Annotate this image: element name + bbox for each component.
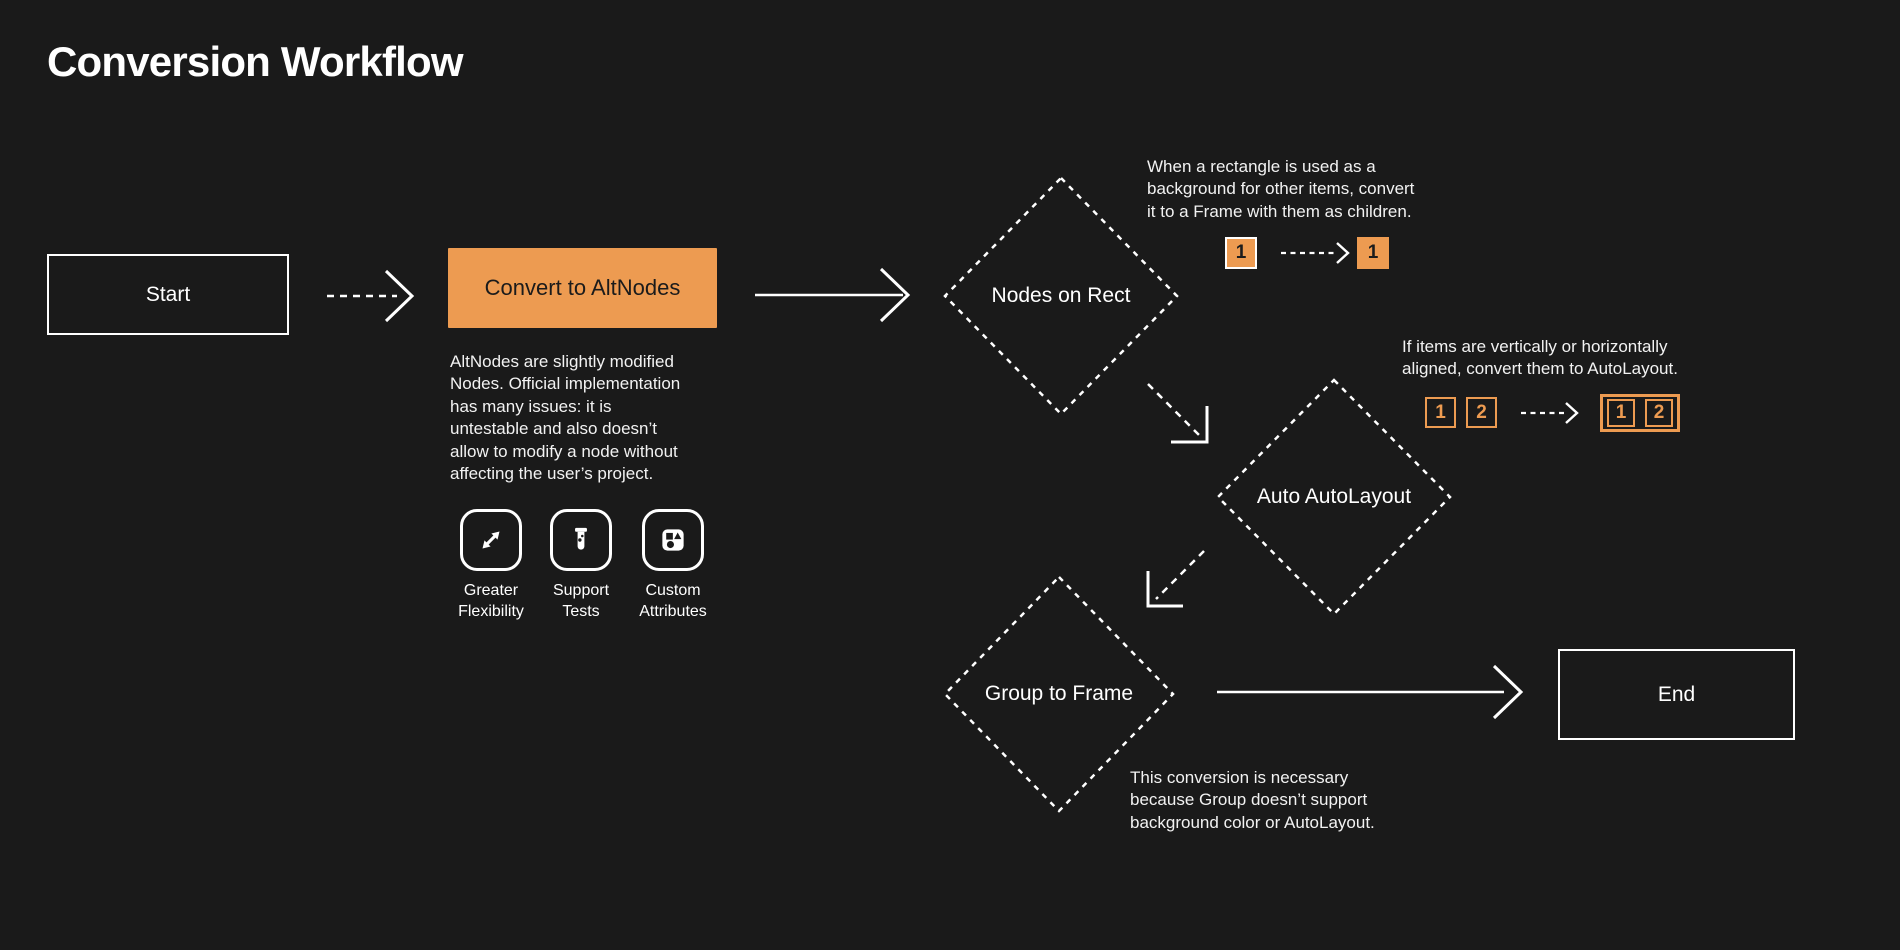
- group-to-frame-diamond[interactable]: [943, 575, 1175, 813]
- arrow-group-to-frame-to-end: [1217, 664, 1524, 720]
- shapes-icon: [642, 509, 704, 571]
- chip-digit: 2: [1653, 402, 1665, 423]
- feature-label: Custom Attributes: [639, 582, 707, 620]
- chip-digit: 1: [1235, 242, 1247, 263]
- auto-example-after-chip-1: 1: [1607, 399, 1635, 427]
- chip-digit: 1: [1367, 242, 1379, 263]
- auto-example-after-group: 1 2: [1600, 394, 1680, 432]
- feature-support-tests: Support Tests: [537, 509, 625, 622]
- start-node-label: Start: [145, 282, 191, 306]
- feature-label: Greater Flexibility: [458, 582, 524, 620]
- nodes-on-rect-label: Nodes on Rect: [991, 284, 1131, 307]
- rect-example-dashed-arrow-icon: [1281, 242, 1350, 264]
- convert-to-altnodes-node[interactable]: Convert to AltNodes: [448, 248, 717, 328]
- feature-label: Support Tests: [552, 582, 610, 620]
- auto-example-before-chip-1: 1: [1425, 397, 1456, 428]
- rect-example-after-chip: 1: [1357, 237, 1389, 269]
- chip-digit: 2: [1476, 401, 1487, 423]
- auto-example-dashed-arrow-icon: [1521, 402, 1579, 424]
- convert-to-altnodes-label: Convert to AltNodes: [484, 275, 681, 300]
- auto-example-before-chip-2: 2: [1466, 397, 1497, 428]
- expand-arrows-icon: [460, 509, 522, 571]
- arrow-start-to-convert: [327, 269, 415, 323]
- feature-greater-flexibility: Greater Flexibility: [447, 509, 535, 622]
- end-node[interactable]: End: [1558, 649, 1795, 740]
- group-to-frame-note: This conversion is necessary because Gro…: [1130, 768, 1375, 832]
- altnodes-description: AltNodes are slightly modified Nodes. Of…: [450, 352, 681, 484]
- nodes-on-rect-note: When a rectangle is used as a background…: [1147, 157, 1415, 221]
- test-tube-icon: [550, 509, 612, 571]
- auto-autolayout-note: If items are vertically or horizontally …: [1402, 337, 1678, 379]
- feature-custom-attributes: Custom Attributes: [628, 509, 718, 622]
- end-node-label: End: [1657, 682, 1696, 706]
- arrow-convert-to-nodes-on-rect: [755, 267, 911, 323]
- page-title: Conversion Workflow: [47, 38, 464, 85]
- chip-digit: 1: [1615, 402, 1627, 423]
- auto-autolayout-label: Auto AutoLayout: [1256, 485, 1412, 508]
- start-node[interactable]: Start: [47, 254, 289, 335]
- chip-digit: 1: [1435, 401, 1446, 423]
- rect-example-before-chip: 1: [1225, 237, 1257, 269]
- group-to-frame-label: Group to Frame: [984, 682, 1134, 705]
- auto-example-after-chip-2: 2: [1645, 399, 1673, 427]
